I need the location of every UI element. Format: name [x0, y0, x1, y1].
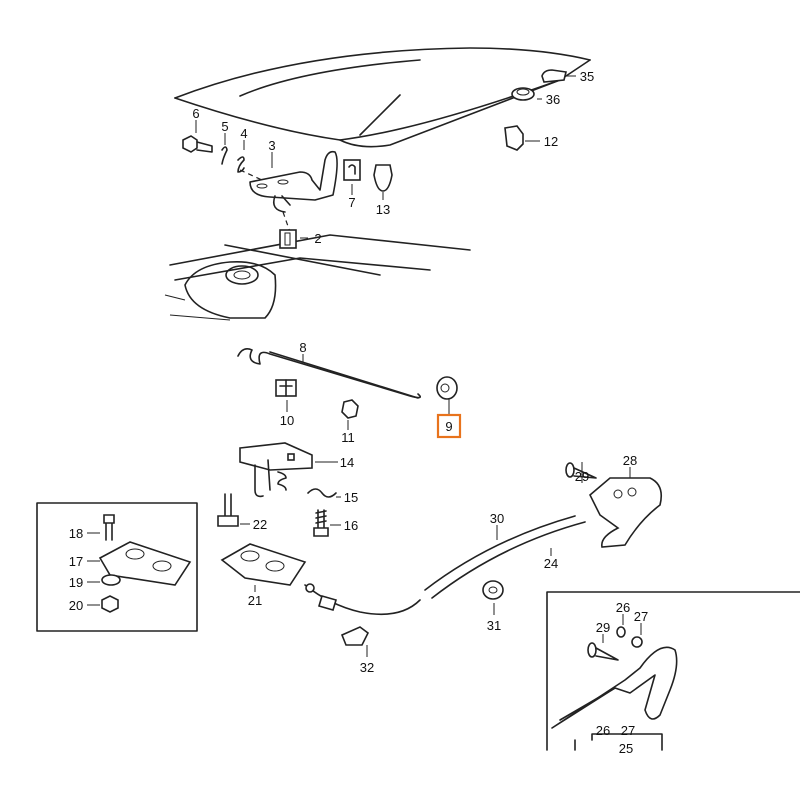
spring-15: [307, 488, 337, 498]
label-25: 25: [619, 741, 633, 756]
label-15: 15: [344, 490, 358, 505]
label-20: 20: [69, 598, 83, 613]
label-6: 6: [192, 106, 199, 121]
highlight-box-9: [436, 413, 462, 439]
grommet-36: [511, 87, 535, 101]
label-19: 19: [69, 575, 83, 590]
bolt-6: [182, 135, 213, 153]
washer-4: [237, 156, 245, 173]
label-13: 13: [376, 202, 390, 217]
clip-32: [340, 626, 370, 646]
label-30: 30: [490, 511, 504, 526]
release-handle-28: [589, 477, 663, 548]
label-36: 36: [546, 92, 560, 107]
grommet-9: [436, 376, 458, 400]
label-10: 10: [280, 413, 294, 428]
label-26-group: 26: [596, 723, 610, 738]
grommet-31: [482, 580, 504, 600]
label-29-inset: 29: [596, 620, 610, 635]
label-11: 11: [341, 430, 355, 445]
label-29: 29: [575, 469, 589, 484]
label-18: 18: [69, 526, 83, 541]
label-12: 12: [544, 134, 558, 149]
label-8: 8: [299, 340, 306, 355]
label-2: 2: [314, 231, 321, 246]
label-9[interactable]: 9: [445, 419, 452, 434]
buffer-13: [373, 164, 393, 192]
label-35: 35: [580, 69, 594, 84]
lock-35: [541, 69, 567, 83]
washer-5: [221, 146, 228, 165]
label-16: 16: [344, 518, 358, 533]
release-cable: [304, 515, 586, 616]
label-27-inset: 27: [634, 609, 648, 624]
label-7: 7: [348, 195, 355, 210]
clip-7: [343, 159, 361, 181]
label-17: 17: [69, 554, 83, 569]
label-21: 21: [248, 593, 262, 608]
hood-panel: [174, 47, 591, 148]
label-26-inset: 26: [616, 600, 630, 615]
clip-10: [275, 379, 297, 397]
leader-lines: [87, 75, 642, 657]
label-4: 4: [240, 126, 247, 141]
clip-12: [504, 125, 524, 151]
label-14: 14: [340, 455, 354, 470]
pin-22: [217, 493, 239, 527]
label-28: 28: [623, 453, 637, 468]
plate-21: [220, 543, 307, 586]
label-5: 5: [221, 119, 228, 134]
label-24: 24: [544, 556, 558, 571]
body-trunk: [164, 234, 471, 321]
nut-11: [341, 399, 359, 419]
label-22: 22: [253, 517, 267, 532]
part-labels: 35 36 12 6 5 4 3 7 13 2 8 9 10 11 14 15 …: [69, 69, 648, 756]
label-31: 31: [487, 618, 501, 633]
hood-lock-14: [239, 442, 313, 498]
hood-hinge: [239, 150, 338, 233]
bracket-2: [279, 229, 297, 249]
inset-box-right: [546, 591, 800, 751]
label-3: 3: [268, 138, 275, 153]
inset-box-left: [36, 502, 198, 632]
label-32: 32: [360, 660, 374, 675]
label-27-group: 27: [621, 723, 635, 738]
screw-29: [565, 462, 597, 479]
bolt-16: [313, 509, 329, 537]
